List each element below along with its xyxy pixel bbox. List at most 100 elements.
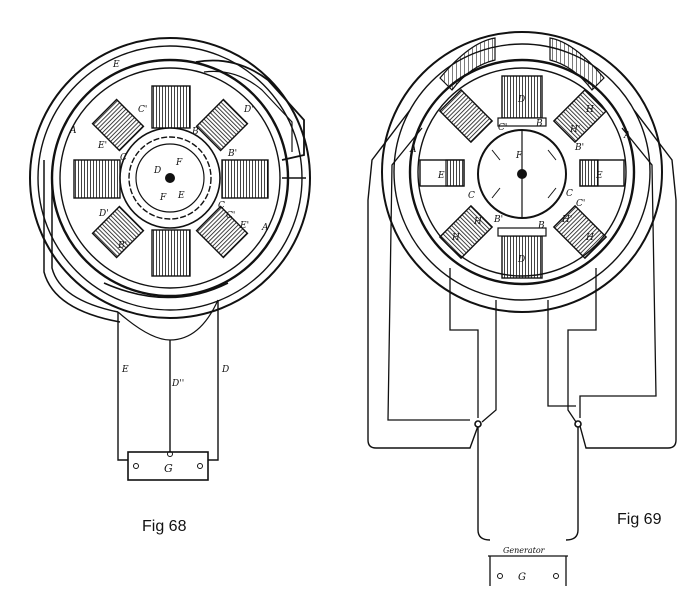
coil-lead-left-outer xyxy=(43,160,121,323)
fig-69-labels: D C' B H H' A A B' F E E C C H' B' B H' … xyxy=(409,95,631,583)
label: A xyxy=(261,223,269,233)
label: D'' xyxy=(171,379,184,389)
generator-label: Generator xyxy=(503,546,546,555)
label: C xyxy=(218,201,225,211)
pole-H-top-right xyxy=(552,88,608,144)
armature-inner xyxy=(135,143,205,213)
outer-coil-ring-inner xyxy=(393,43,651,301)
armature-mark xyxy=(547,149,557,161)
armature-mark xyxy=(547,187,557,199)
label: E xyxy=(595,171,603,181)
pole-E-left-shoe xyxy=(445,159,465,187)
wire-H-left xyxy=(449,268,479,418)
terminal-1 xyxy=(133,463,139,469)
pole-coil-left xyxy=(73,159,121,199)
pole-coil-bottom-right xyxy=(195,205,249,259)
label: E xyxy=(121,365,129,375)
label: B' xyxy=(574,143,584,153)
pole-coil-top-right xyxy=(195,98,249,152)
pole-D-top xyxy=(501,75,543,119)
wire-D-right xyxy=(547,300,576,407)
label: E xyxy=(437,171,445,181)
label: D' xyxy=(98,209,109,219)
pole-coil-top xyxy=(151,85,191,129)
label: G xyxy=(164,462,173,475)
label: H' xyxy=(473,217,484,227)
label: C' xyxy=(226,211,235,221)
label: F xyxy=(159,193,167,203)
fig-69-motor-drawing: D C' B H H' A A B' F E E C C H' B' B H' … xyxy=(367,31,677,586)
label: F xyxy=(515,151,523,161)
fig-68-labels: E A C' B D' E' C B' F D E F C C' E' D' B… xyxy=(69,60,269,475)
wire-right-outer xyxy=(579,109,677,449)
armature-mark xyxy=(491,187,501,199)
label: A xyxy=(623,131,631,141)
label: E xyxy=(177,191,185,201)
label: E' xyxy=(97,141,107,151)
label: A xyxy=(69,126,77,136)
pole-coils xyxy=(73,85,269,277)
pole-coil-bottom-left xyxy=(91,205,145,259)
wire-right-inner xyxy=(579,127,657,418)
armature-teeth xyxy=(128,136,212,220)
generator-terminal-right xyxy=(553,573,559,579)
label: C' xyxy=(498,123,507,133)
pole-coils xyxy=(419,75,625,279)
label: H xyxy=(451,233,460,243)
label: E xyxy=(112,60,120,70)
wire-D-left xyxy=(481,300,497,423)
outer-coil-ring xyxy=(381,31,663,313)
label: C xyxy=(120,153,127,163)
pole-H-top-left xyxy=(438,88,494,144)
label: B' xyxy=(117,241,127,251)
label: D xyxy=(221,365,229,375)
pole-D-bottom xyxy=(501,235,543,279)
lead-to-generator-left xyxy=(477,427,491,541)
label: A xyxy=(409,145,417,155)
label: H xyxy=(585,233,594,243)
pole-coil-bottom xyxy=(151,229,191,277)
figure-caption-68: Fig 68 xyxy=(142,518,187,535)
pole-E-right-shoe xyxy=(579,159,599,187)
shaft xyxy=(517,169,527,179)
winding-band-top-right xyxy=(549,37,605,91)
label: D xyxy=(517,95,525,105)
lead-join xyxy=(117,299,219,341)
coil-loop-upper-right xyxy=(195,59,305,161)
bottom-coil-arc xyxy=(103,282,229,299)
shaft xyxy=(165,173,175,183)
field-ring-inner xyxy=(59,67,281,289)
terminal-3 xyxy=(197,463,203,469)
label: E' xyxy=(239,221,249,231)
figure-caption-69: Fig 69 xyxy=(617,511,662,528)
pole-shoe-top xyxy=(497,117,547,127)
coil-lead-left xyxy=(51,170,119,313)
junction-left xyxy=(474,420,482,428)
label: C xyxy=(468,191,475,201)
pole-coil-right xyxy=(221,159,269,199)
junction-right xyxy=(574,420,582,428)
fig-68-motor-drawing: E A C' B D' E' C B' F D E F C C' E' D' B… xyxy=(29,37,311,481)
generator-terminal-left xyxy=(497,573,503,579)
wire-H-right xyxy=(567,268,597,423)
pole-coil-top-left xyxy=(91,98,145,152)
label: C' xyxy=(138,105,147,115)
label: B' xyxy=(227,149,237,159)
label: H' xyxy=(561,215,572,225)
label: C' xyxy=(576,199,585,209)
lead-to-generator-right xyxy=(565,427,579,541)
armature-mark xyxy=(491,149,501,161)
label: B' xyxy=(493,215,503,225)
generator-body xyxy=(489,556,567,586)
label: G xyxy=(518,572,526,583)
label: D' xyxy=(243,105,254,115)
wire-left-inner xyxy=(387,127,470,421)
label: B xyxy=(535,119,543,129)
pole-H-bottom-left xyxy=(438,204,494,260)
wire-left-outer xyxy=(367,109,479,449)
label: C xyxy=(566,189,573,199)
label: F xyxy=(175,158,183,168)
label: B xyxy=(191,127,199,137)
pole-shoe-bottom xyxy=(497,227,547,237)
